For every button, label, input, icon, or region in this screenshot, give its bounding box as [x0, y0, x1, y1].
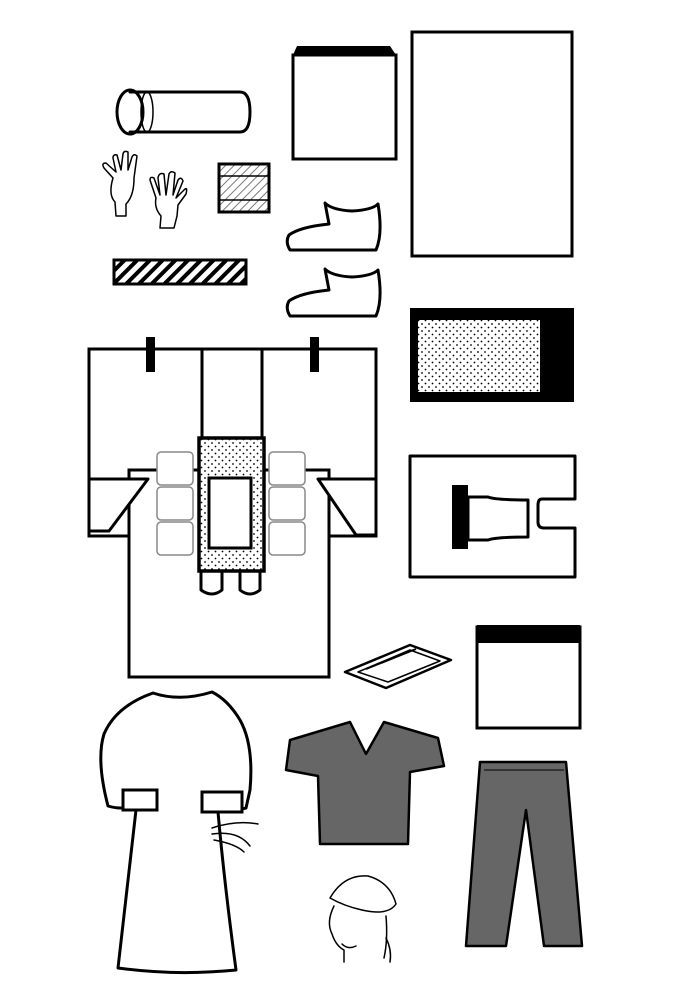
surgical-cap-icon [328, 875, 397, 963]
gauze-pad-icon [217, 162, 271, 214]
small-drape-with-band-icon [291, 46, 398, 161]
surgical-gloves-icon [102, 150, 188, 229]
shoe-cover-icon [285, 267, 382, 318]
towel-with-band-icon [475, 625, 582, 730]
scrub-pants-icon [464, 760, 584, 948]
shoe-cover-icon [285, 201, 382, 252]
adhesive-tape-strip-icon [112, 258, 248, 286]
tube-cover-icon [115, 88, 252, 136]
surgical-gown-icon [99, 690, 259, 975]
absorbent-pad-drape-icon [410, 308, 574, 402]
instrument-pouch-icon [343, 643, 453, 690]
large-drape-sheet-icon [410, 30, 574, 258]
u-split-drape-icon [408, 454, 577, 579]
scrub-shirt-icon [284, 720, 446, 846]
fenestrated-drape-icon [87, 337, 378, 679]
